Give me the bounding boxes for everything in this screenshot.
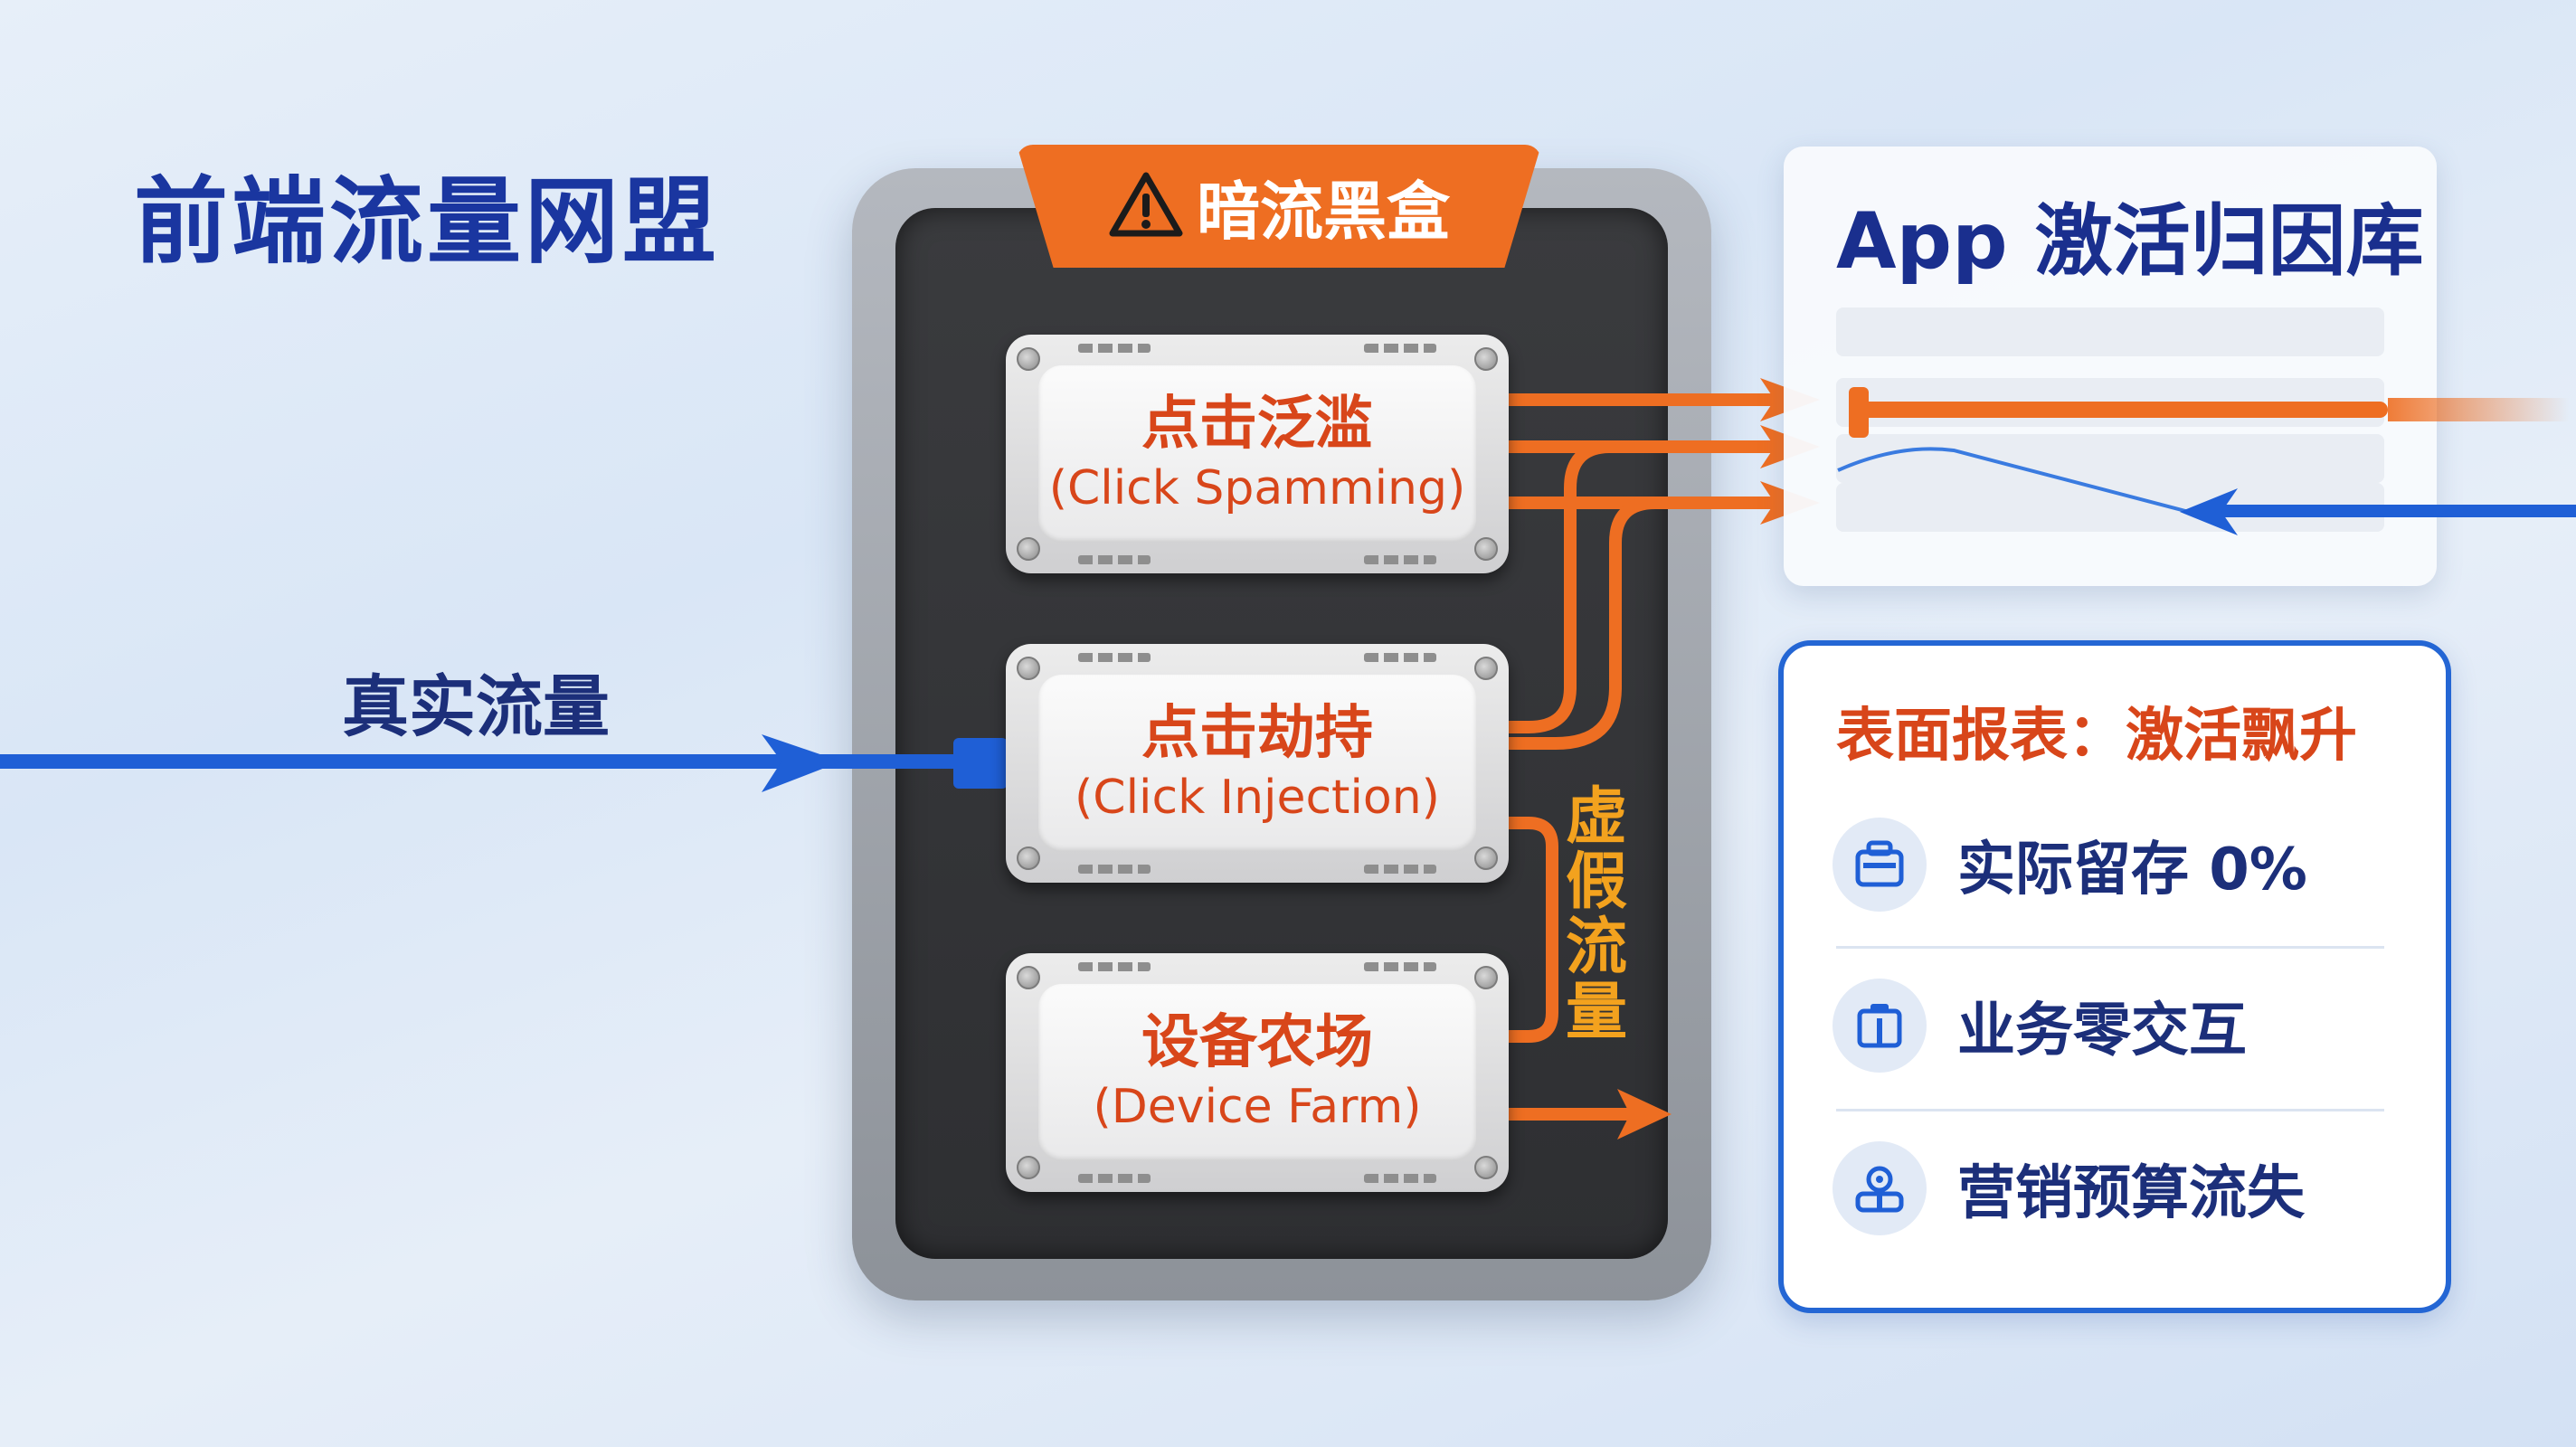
- report-item-label: 业务零交互: [1957, 998, 2247, 1064]
- module-title: 设备农场: [1141, 1009, 1373, 1077]
- attribution-title: App 激活归因库: [1836, 196, 2424, 287]
- attribution-row: [1836, 307, 2384, 356]
- report-item: 业务零交互: [1833, 979, 2247, 1073]
- real-traffic-label: 真实流量: [342, 668, 610, 746]
- module-subtitle: (Device Farm): [1093, 1079, 1422, 1134]
- report-item: 实际留存 0%: [1833, 818, 2307, 912]
- fake-traffic-label: 虚假流量: [1565, 781, 1627, 1048]
- real-traffic-arrow: [0, 734, 1008, 792]
- module-subtitle: (Click Spamming): [1048, 460, 1466, 515]
- black-box-tab: [1017, 145, 1541, 268]
- attribution-trend-line: [1837, 447, 2190, 514]
- report-item-label: 营销预算流失: [1957, 1160, 2305, 1227]
- report-divider: [1836, 946, 2384, 949]
- fake-traffic-arrows: [1502, 393, 1779, 1121]
- black-box-title: 暗流黑盒: [1197, 174, 1450, 249]
- interaction-icon: [1833, 979, 1927, 1073]
- module-title: 点击泛滥: [1141, 391, 1373, 459]
- black-box-tab-content: 暗流黑盒: [1017, 145, 1541, 268]
- page-title: 前端流量网盟: [134, 166, 721, 277]
- attribution-row: [1836, 434, 2384, 483]
- module-click-injection: 点击劫持 (Click Injection): [1006, 644, 1509, 883]
- report-item: 营销预算流失: [1833, 1141, 2305, 1235]
- retention-icon: [1833, 818, 1927, 912]
- warning-icon: [1108, 170, 1184, 242]
- report-title: 表面报表：激活飘升: [1836, 703, 2357, 770]
- module-title: 点击劫持: [1141, 700, 1373, 768]
- report-divider: [1836, 1109, 2384, 1111]
- budget-icon: [1833, 1141, 1927, 1235]
- module-device-farm: 设备农场 (Device Farm): [1006, 953, 1509, 1192]
- module-click-spamming: 点击泛滥 (Click Spamming): [1006, 335, 1509, 573]
- module-subtitle: (Click Injection): [1075, 770, 1440, 825]
- attribution-hit-bar: [1849, 402, 2388, 418]
- report-item-label: 实际留存 0%: [1957, 837, 2307, 903]
